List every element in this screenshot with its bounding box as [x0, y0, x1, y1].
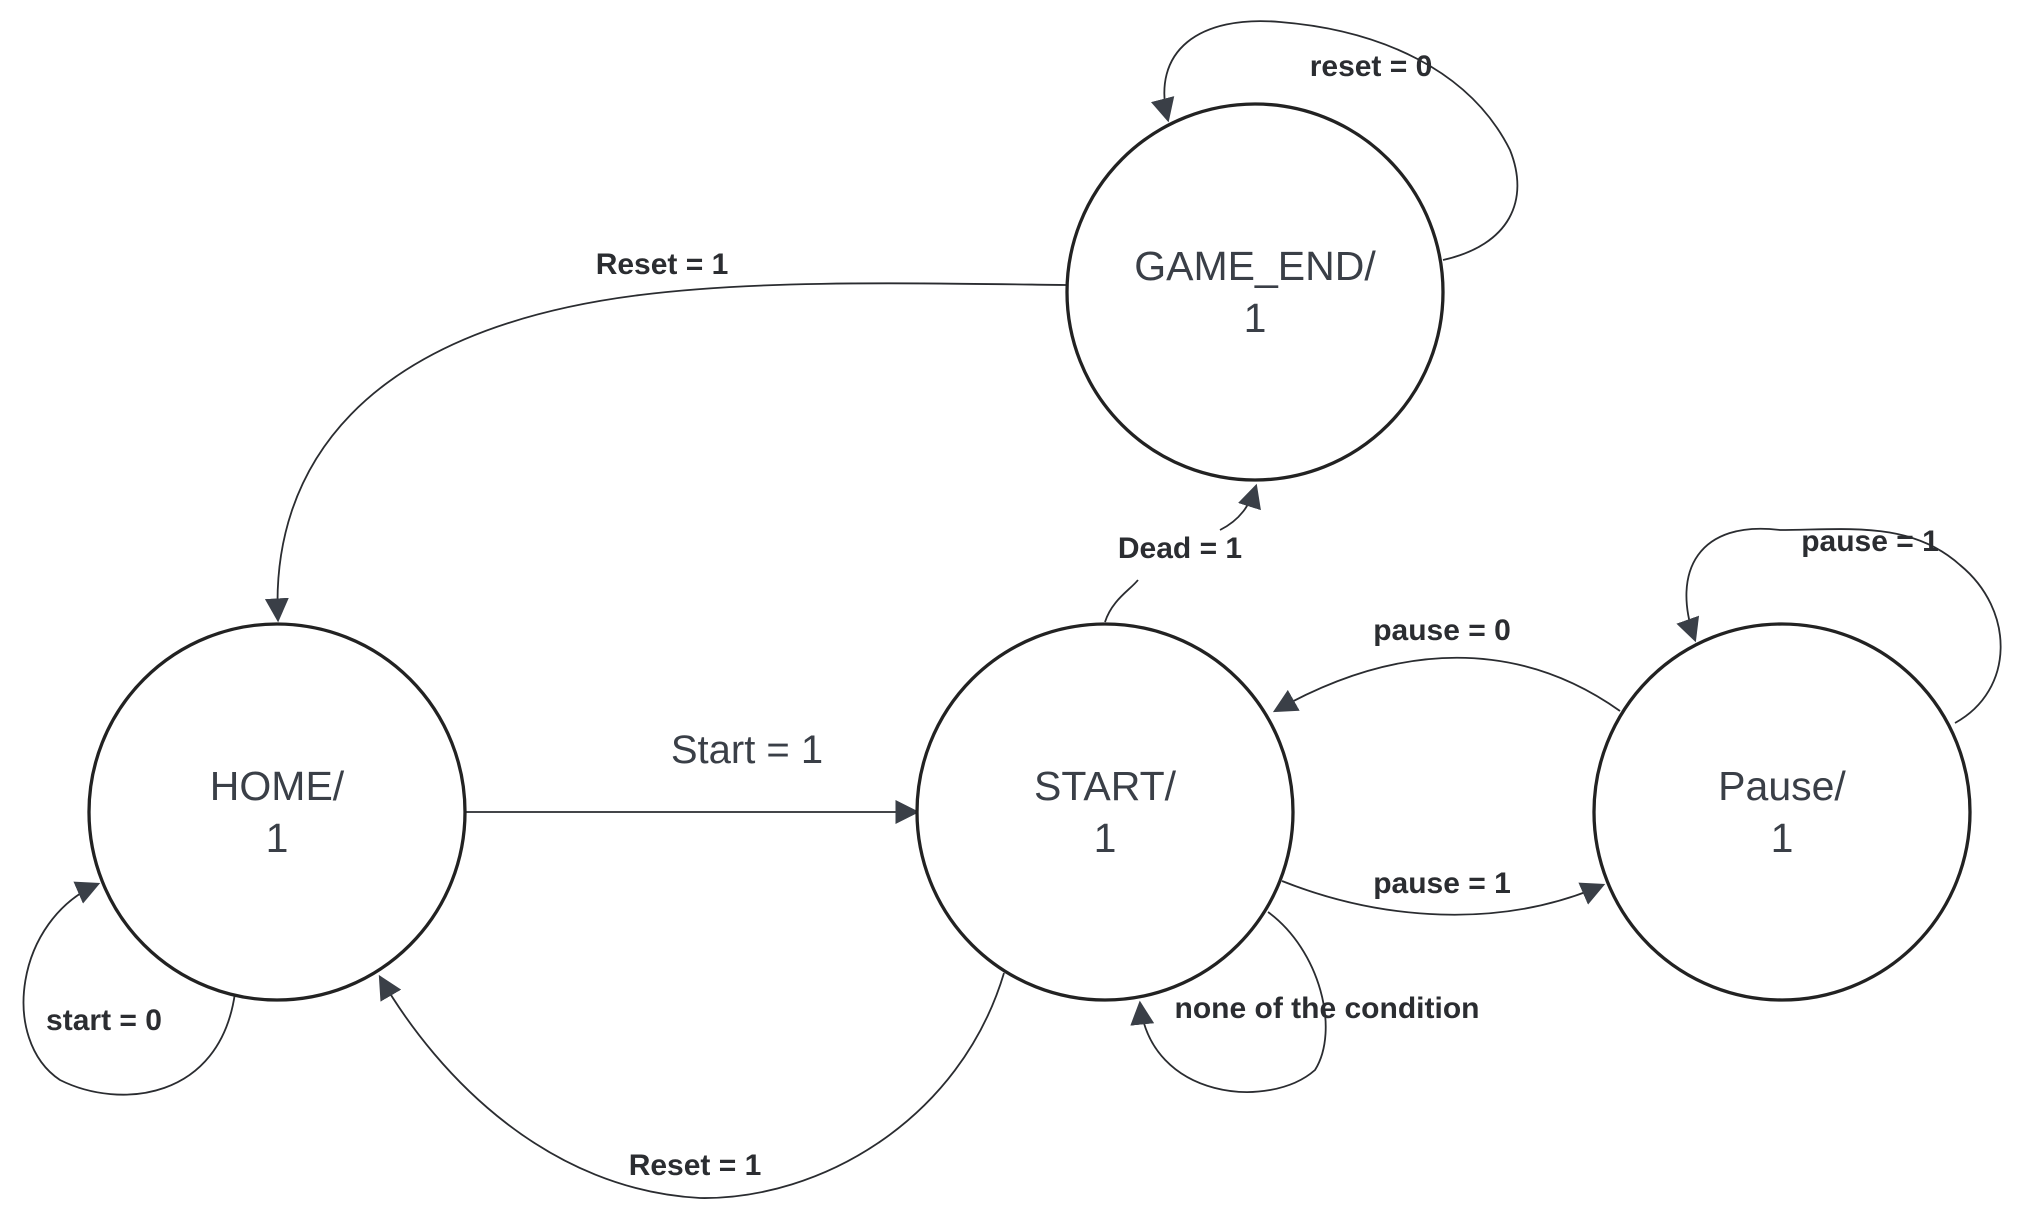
edge-game-end-to-home: [264, 282, 1067, 623]
label-home-to-start: Start = 1: [671, 728, 823, 772]
state-pause-name: Pause/: [1718, 763, 1846, 809]
label-game-end-self-loop: reset = 0: [1310, 50, 1433, 83]
label-home-self-loop: start = 0: [46, 1004, 162, 1037]
state-home-output: 1: [266, 815, 289, 861]
state-start: START/ 1: [915, 622, 1295, 1002]
edge-pause-self-loop: [1676, 527, 2002, 724]
label-start-self-loop: none of the condition: [1175, 992, 1480, 1025]
label-game-end-to-home: Reset = 1: [596, 248, 729, 281]
edge-pause-to-start: [1272, 656, 1621, 713]
label-pause-to-start: pause = 0: [1373, 614, 1511, 647]
label-start-to-home: Reset = 1: [629, 1149, 762, 1182]
state-start-name: START/: [1034, 763, 1177, 809]
state-home: HOME/ 1: [87, 622, 467, 1002]
edge-game-end-self-loop: [1151, 20, 1519, 261]
edge-home-self-loop: [22, 881, 236, 1096]
edge-start-to-home: [378, 972, 1005, 1199]
label-start-to-game-end: Dead = 1: [1118, 532, 1242, 565]
state-game-end: GAME_END/ 1: [1065, 102, 1445, 482]
state-pause: Pause/ 1: [1592, 622, 1972, 1002]
edge-start-to-game-end: [1104, 486, 1256, 623]
label-start-to-pause: pause = 1: [1373, 867, 1511, 900]
state-home-name: HOME/: [210, 763, 345, 809]
state-game-end-output: 1: [1244, 295, 1267, 341]
state-start-output: 1: [1094, 815, 1117, 861]
label-pause-self-loop: pause = 1: [1801, 525, 1939, 558]
state-pause-output: 1: [1771, 815, 1794, 861]
edge-start-to-pause: [1281, 880, 1606, 916]
state-game-end-name: GAME_END/: [1134, 243, 1376, 289]
edge-start-self-loop: [1130, 911, 1327, 1093]
